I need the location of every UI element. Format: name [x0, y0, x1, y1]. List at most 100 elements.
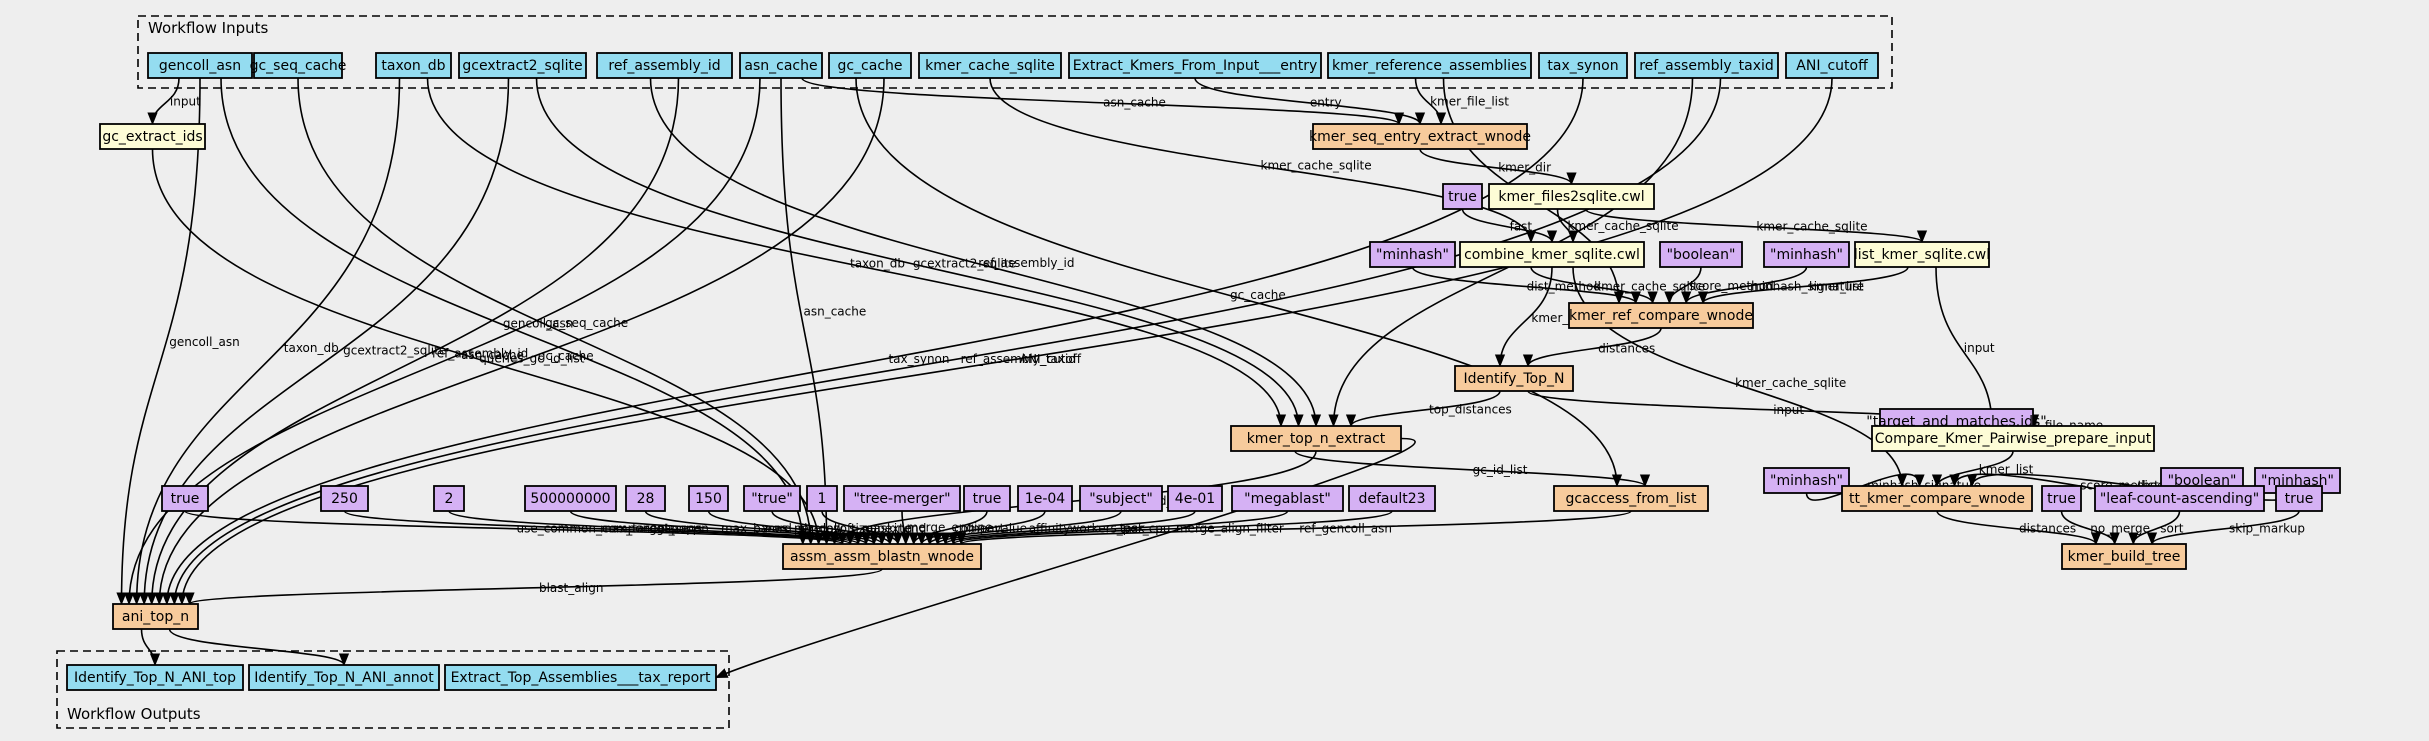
node-label: gcaccess_from_list — [1566, 491, 1697, 507]
node-label: 1e-04 — [1025, 491, 1065, 507]
node-label: asn_cache — [744, 58, 817, 74]
edge-label: input — [170, 95, 201, 109]
edge-label: top_distances — [1429, 403, 1512, 417]
node-gcextract2-sqlite[interactable]: gcextract2_sqlite — [458, 52, 587, 79]
edge-label: kmer_cache_sqlite — [1756, 220, 1867, 234]
edge-label: asn_cache — [1103, 96, 1166, 110]
node-out-tax-report[interactable]: Extract_Top_Assemblies___tax_report — [444, 664, 717, 691]
node-kmer-top-n-extract[interactable]: kmer_top_n_extract — [1230, 425, 1402, 452]
node-out-ani-annot[interactable]: Identify_Top_N_ANI_annot — [248, 664, 440, 691]
node-c-1[interactable]: 1 — [806, 485, 838, 512]
node-kmer-seq-entry-extract[interactable]: kmer_seq_entry_extract_wnode — [1309, 123, 1531, 150]
node-list-kmer-sqlite[interactable]: list_kmer_sqlite.cwl — [1854, 241, 1990, 268]
node-label: "minhash" — [1770, 473, 1843, 489]
edge-list_kmer_sqlite-to-compare_prepare — [1935, 266, 1998, 428]
node-c-true-d[interactable]: true — [2275, 485, 2323, 512]
node-asn-cache[interactable]: asn_cache — [739, 52, 823, 79]
node-gcaccess-from-list[interactable]: gcaccess_from_list — [1553, 485, 1709, 512]
node-c-250[interactable]: 250 — [320, 485, 369, 512]
node-gc-seq-cache[interactable]: gc_seq_cache — [250, 52, 347, 79]
node-label: tt_kmer_compare_wnode — [1849, 491, 2025, 507]
edge-ani_top_n-to-out_ani_annot — [168, 628, 349, 667]
edge-list_kmer_sqlite-to-kmer_ref_compare — [1698, 266, 1909, 305]
edge-label: input — [1773, 403, 1804, 417]
edge-label: fast — [1510, 220, 1533, 234]
node-label: list_kmer_sqlite.cwl — [1854, 247, 1990, 263]
node-c-4e01[interactable]: 4e-01 — [1167, 485, 1223, 512]
node-label: Identify_Top_N — [1464, 371, 1565, 387]
node-c-true-b[interactable]: true — [963, 485, 1011, 512]
node-label: ANI_cutoff — [1796, 58, 1868, 74]
node-assm-blastn[interactable]: assm_assm_blastn_wnode — [782, 543, 982, 570]
node-label: ani_top_n — [122, 609, 189, 625]
node-tax-synon[interactable]: tax_synon — [1538, 52, 1628, 79]
node-compare-prepare[interactable]: Compare_Kmer_Pairwise_prepare_input — [1871, 425, 2155, 452]
node-kmer-ref-compare[interactable]: kmer_ref_compare_wnode — [1568, 302, 1754, 329]
node-gencoll-asn[interactable]: gencoll_asn — [147, 52, 253, 79]
node-c-minhash1[interactable]: "minhash" — [1369, 241, 1456, 268]
node-label: gc_seq_cache — [250, 58, 347, 74]
node-c-minhash2[interactable]: "minhash" — [1763, 241, 1850, 268]
edge-label: dist_method — [1527, 279, 1601, 293]
edge-label: gc_seq_cache — [545, 316, 628, 330]
node-c-tree-merger[interactable]: "tree-merger" — [843, 485, 961, 512]
node-c-2[interactable]: 2 — [433, 485, 465, 512]
node-kmer-cache-sqlite[interactable]: kmer_cache_sqlite — [918, 52, 1062, 79]
node-box — [739, 52, 823, 79]
node-combine-kmer-sqlite[interactable]: combine_kmer_sqlite.cwl — [1459, 241, 1645, 268]
node-kmer-build-tree[interactable]: kmer_build_tree — [2061, 543, 2187, 570]
node-box — [1659, 241, 1743, 268]
node-label: ref_assembly_taxid — [1639, 58, 1774, 74]
node-gc-extract-ids[interactable]: gc_extract_ids — [99, 123, 206, 150]
node-label: 250 — [331, 491, 358, 507]
node-c-true-c[interactable]: true — [2041, 485, 2082, 512]
node-c-true1[interactable]: true — [1442, 183, 1483, 210]
edge-label: no_merge — [2090, 521, 2150, 535]
node-c-default23[interactable]: default23 — [1348, 485, 1436, 512]
node-ref-assembly-id[interactable]: ref_assembly_id — [596, 52, 733, 79]
node-c-1e04[interactable]: 1e-04 — [1017, 485, 1073, 512]
edge-c_true_b-to-assm_blastn — [908, 510, 988, 546]
node-label: Identify_Top_N_ANI_annot — [254, 670, 434, 686]
node-gc-cache[interactable]: gc_cache — [828, 52, 912, 79]
node-out-ani-top[interactable]: Identify_Top_N_ANI_top — [66, 664, 244, 691]
node-ref-assembly-taxid[interactable]: ref_assembly_taxid — [1634, 52, 1779, 79]
node-extract-entry[interactable]: Extract_Kmers_From_Input___entry — [1068, 52, 1322, 79]
node-label: "true" — [751, 491, 793, 507]
node-identify-top-n[interactable]: Identify_Top_N — [1454, 365, 1574, 392]
cluster-title: Workflow Outputs — [67, 705, 201, 723]
node-c-true-str[interactable]: "true" — [743, 485, 801, 512]
node-box — [743, 485, 801, 512]
node-box — [843, 485, 961, 512]
node-c-true-a[interactable]: true — [161, 485, 209, 512]
edge-gencoll_asn-to-assm_blastn — [220, 77, 808, 546]
node-c-leaf-count[interactable]: "leaf-count-ascending" — [2094, 485, 2265, 512]
edge-ref_assembly_id-to-ani_top_n — [146, 77, 680, 606]
node-c-500000000[interactable]: 500000000 — [524, 485, 617, 512]
node-ani-cutoff[interactable]: ANI_cutoff — [1785, 52, 1879, 79]
edge-c_true_a-to-assm_blastn — [184, 510, 848, 546]
edge-taxon_db-to-ani_top_n — [131, 77, 401, 606]
node-ani-top-n[interactable]: ani_top_n — [112, 603, 199, 630]
edge-label: asn_cache — [803, 304, 866, 318]
edge-label: kmer_dir — [1498, 161, 1551, 175]
cluster-outputs: Workflow Outputs — [56, 650, 730, 729]
node-c-minhash3[interactable]: "minhash" — [1763, 467, 1850, 494]
node-kmer-reference-assemblies[interactable]: kmer_reference_assemblies — [1327, 52, 1532, 79]
node-c-megablast[interactable]: "megablast" — [1231, 485, 1344, 512]
edge-label: kmer_list — [1979, 463, 2034, 477]
node-box — [99, 123, 206, 150]
node-c-150[interactable]: 150 — [688, 485, 729, 512]
edge-kmer_top_n_extract-to-gcaccess_from_list — [1294, 450, 1650, 488]
node-kmer-files2sqlite[interactable]: kmer_files2sqlite.cwl — [1488, 183, 1655, 210]
edge-c_true_d-to-kmer_build_tree — [2146, 510, 2300, 546]
node-label: 2 — [445, 491, 454, 507]
node-taxon-db[interactable]: taxon_db — [375, 52, 452, 79]
edge-label: entry — [1310, 96, 1342, 110]
node-c-boolean1[interactable]: "boolean" — [1659, 241, 1743, 268]
node-c-subject[interactable]: "subject" — [1079, 485, 1163, 512]
node-tt-kmer-compare[interactable]: tt_kmer_compare_wnode — [1841, 485, 2033, 512]
cluster-inputs: Workflow Inputs — [137, 15, 1893, 89]
edge-gc_cache-to-gcaccess_from_list — [855, 77, 1623, 488]
node-c-28[interactable]: 28 — [625, 485, 666, 512]
